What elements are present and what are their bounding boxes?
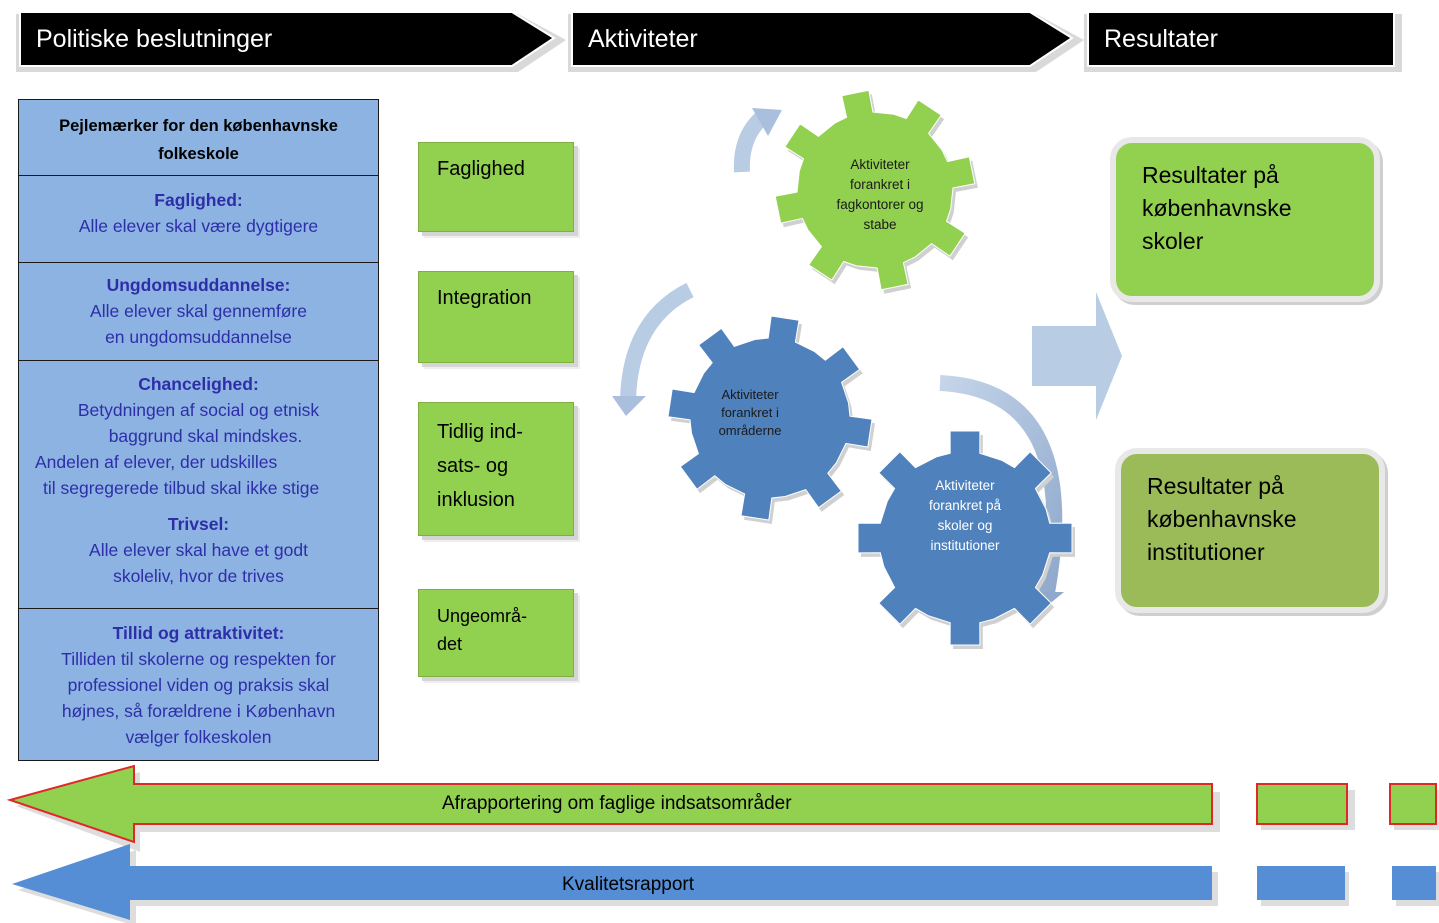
gear-label-fagkontorer: Aktiviteter forankret i fagkontorer og s… — [820, 155, 940, 235]
feedback-arrows — [6, 764, 1439, 923]
gear-body — [667, 315, 873, 521]
result-line: institutioner — [1147, 539, 1265, 565]
results-arrow — [1032, 292, 1122, 420]
focus-box-ungeomraadet: Ungeområ- det — [418, 589, 574, 677]
result-line: københavnske — [1147, 506, 1297, 532]
banner-resultater: Resultater — [1082, 10, 1402, 72]
gear-label-skoler: Aktiviteter forankret på skoler og insti… — [905, 476, 1025, 556]
cycle-arrow-left — [612, 282, 694, 416]
section-line: skoleliv, hvor de trives — [113, 566, 284, 586]
panel-title-line: folkeskole — [158, 145, 239, 163]
feedback-label-blue: Kvalitetsrapport — [562, 874, 695, 895]
focus-line: Tidlig ind- — [437, 421, 523, 443]
banner-label: Politiske beslutninger — [36, 25, 273, 53]
section-line: Tilliden til skolerne og respekten for — [61, 649, 336, 669]
section-heading: Chancelighed: — [138, 374, 259, 394]
panel-title-line: Pejlemærker for den københavnske — [59, 117, 338, 135]
gear-label-line: forankret i — [721, 405, 779, 420]
banner-aktiviteter: Aktiviteter — [566, 10, 1088, 72]
result-line: Resultater på — [1147, 473, 1284, 499]
feedback-label-green: Afrapportering om faglige indsatsområder — [442, 793, 792, 814]
feedback-dash-green-2 — [1389, 783, 1437, 825]
gear-body — [774, 89, 976, 291]
gear-label-line: stabe — [863, 217, 897, 232]
gear-label-line: forankret på — [928, 498, 1002, 513]
focus-line: Ungeområ- — [437, 606, 528, 626]
section-line: Betydningen af social og etnisk — [77, 400, 320, 420]
section-line: Alle elever skal være dygtigere — [78, 216, 319, 236]
section-line: Andelen af elever, der udskilles — [35, 452, 278, 472]
result-line: Resultater på — [1142, 162, 1279, 188]
section-line: baggrund skal mindskes. — [108, 426, 303, 446]
panel-title: Pejlemærker for den københavnske folkesk… — [19, 100, 378, 176]
gear-label-line: Aktiviteter — [935, 478, 995, 493]
feedback-dash-green-1 — [1256, 783, 1348, 825]
result-box-institutioner: Resultater på københavnske institutioner — [1115, 448, 1385, 613]
banner-label: Resultater — [1104, 25, 1218, 53]
feedback-arrow-blue — [12, 844, 1212, 920]
banner-label: Aktiviteter — [588, 25, 698, 53]
section-heading: Tillid og attraktivitet: — [112, 623, 285, 643]
section-line: til segregerede tilbud skal ikke stige — [43, 478, 320, 498]
section-heading: Trivsel: — [167, 514, 230, 534]
banner-politiske-beslutninger: Politiske beslutninger — [14, 10, 570, 72]
focus-box-tidlig-indsats: Tidlig ind- sats- og inklusion — [418, 402, 574, 536]
focus-box-integration: Integration — [418, 271, 574, 363]
focus-line: Faglighed — [437, 158, 525, 180]
section-heading: Faglighed: — [154, 190, 243, 210]
section-line: Alle elever skal have et godt — [89, 540, 308, 560]
gear-label-line: Aktiviteter — [721, 387, 779, 402]
result-line: skoler — [1142, 228, 1204, 254]
section-line: professionel viden og praksis skal — [67, 675, 330, 695]
gear-cycle-diagram — [612, 89, 1075, 649]
panel-section-tillid: Tillid og attraktivitet: Tilliden til sk… — [19, 609, 378, 762]
section-heading: Ungdomsuddannelse: — [106, 275, 291, 295]
feedback-dash-blue-2 — [1392, 866, 1436, 900]
feedback-dash-blue-1 — [1257, 866, 1345, 900]
focus-line: sats- og — [437, 455, 509, 477]
result-line: københavnske — [1142, 195, 1292, 221]
gear-label-line: skoler og — [937, 518, 993, 533]
gear-label-line: forankret i — [849, 177, 911, 192]
gear-label-line: institutioner — [930, 538, 1000, 553]
focus-line: inklusion — [437, 489, 515, 511]
gear-label-line: Aktiviteter — [850, 157, 910, 172]
focus-box-faglighed: Faglighed — [418, 142, 574, 232]
feedback-arrow-green — [6, 764, 1213, 844]
section-line: højnes, så forældrene i København — [61, 701, 336, 721]
focus-line: det — [437, 634, 463, 654]
section-line: Alle elever skal gennemføre — [90, 301, 307, 321]
gear-skoler-institutioner — [857, 430, 1075, 649]
pejlemaerker-panel: Pejlemærker for den københavnske folkesk… — [18, 99, 379, 761]
gear-fagkontorer — [774, 89, 978, 294]
section-line: en ungdomsuddannelse — [105, 327, 292, 347]
section-line: vælger folkeskolen — [125, 727, 272, 747]
panel-section-faglighed: Faglighed: Alle elever skal være dygtige… — [19, 176, 378, 263]
panel-section-chancelighed-trivsel: Chancelighed: Betydningen af social og e… — [19, 361, 378, 609]
cycle-arrow-top — [733, 108, 782, 173]
gear-label-line: fagkontorer og — [836, 197, 924, 212]
result-box-skoler: Resultater på københavnske skoler — [1110, 137, 1380, 302]
panel-section-ungdomsuddannelse: Ungdomsuddannelse: Alle elever skal genn… — [19, 263, 378, 361]
gear-omraaderne — [667, 315, 875, 524]
focus-line: Integration — [437, 287, 532, 309]
gear-label-omraaderne: Aktiviteter forankret i områderne — [700, 386, 800, 440]
gear-body — [857, 430, 1073, 646]
gear-label-line: områderne — [718, 423, 782, 438]
